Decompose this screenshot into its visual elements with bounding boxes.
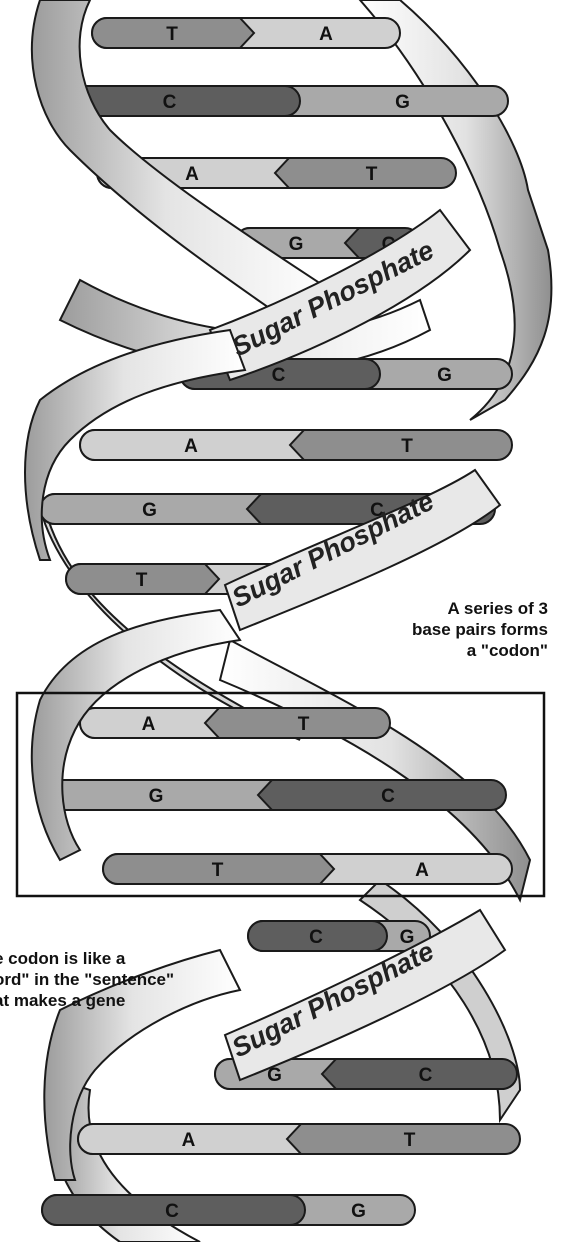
base-letter-left: T bbox=[212, 860, 224, 881]
base-letter-left: G bbox=[289, 234, 304, 255]
base-letter-left: G bbox=[142, 500, 157, 521]
base-letter-right: G bbox=[351, 1201, 366, 1222]
base-letter-left: G bbox=[149, 786, 164, 807]
base-letter-left: C bbox=[163, 92, 177, 113]
base-letter-right: A bbox=[319, 24, 333, 45]
base-letter-left: T bbox=[166, 24, 178, 45]
base-letter-left: A bbox=[142, 714, 156, 735]
base-letter-left: C bbox=[165, 1201, 179, 1222]
base-letter-right: A bbox=[415, 860, 429, 881]
base-letter-right: C bbox=[381, 786, 395, 807]
base-letter-right: G bbox=[395, 92, 410, 113]
codon-analogy-caption: e codon is like a ord" in the "sentence"… bbox=[0, 948, 174, 1011]
base-letter-right: C bbox=[419, 1065, 433, 1086]
base-letter-left: A bbox=[182, 1130, 196, 1151]
base-letter-left: A bbox=[185, 164, 199, 185]
base-letter-left: A bbox=[184, 436, 198, 457]
base-letter-right: T bbox=[298, 714, 310, 735]
base-letter-right: G bbox=[437, 365, 452, 386]
base-letter-left: T bbox=[136, 570, 148, 591]
base-letter-right: T bbox=[366, 164, 378, 185]
backbone-segment bbox=[360, 0, 551, 420]
base-letter-right: T bbox=[404, 1130, 416, 1151]
base-letter-right: T bbox=[401, 436, 413, 457]
base-letter-left: C bbox=[309, 927, 323, 948]
base-letter-left: C bbox=[272, 365, 286, 386]
codon-caption: A series of 3 base pairs forms a "codon" bbox=[412, 598, 548, 661]
